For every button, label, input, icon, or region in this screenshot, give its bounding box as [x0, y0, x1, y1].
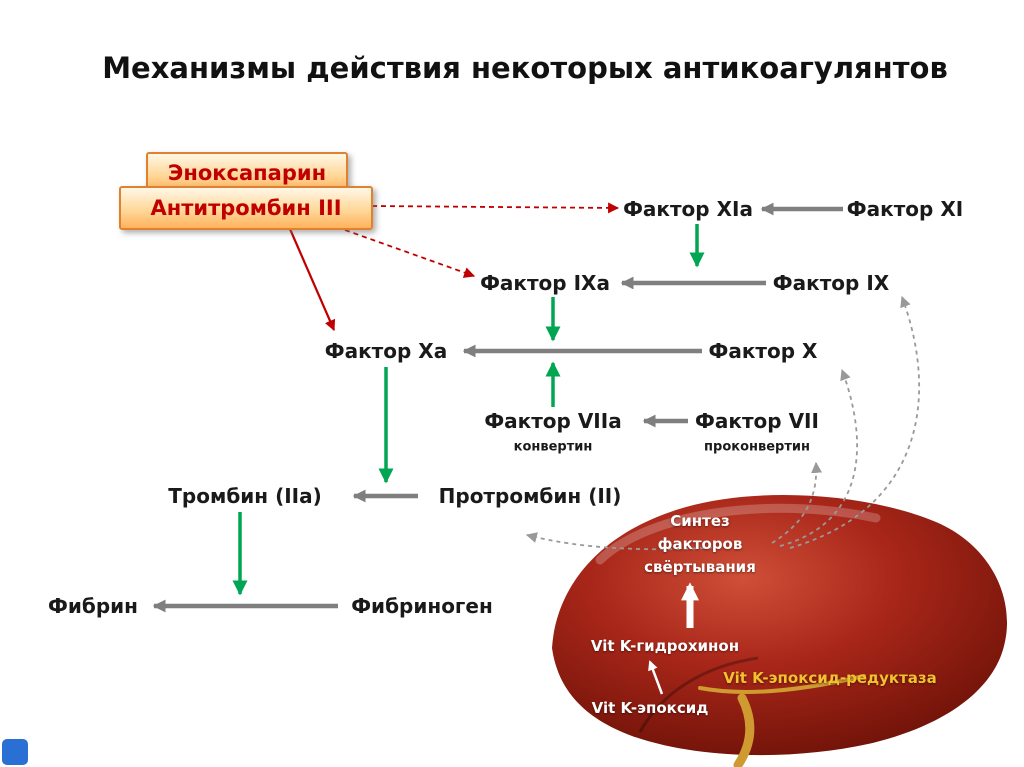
thrombin-label: Тромбин (IIa)	[168, 484, 322, 508]
factor-vii-subtitle: проконвертин	[704, 439, 810, 455]
factor-viia-subtitle: конвертин	[513, 439, 593, 455]
drug-box-antithrombin: Антитромбин III	[119, 186, 373, 230]
factor-xi-label: Фактор XI	[846, 197, 964, 221]
factor-ixa-label: Фактор IXa	[480, 271, 610, 295]
factor-xia-label: Фактор XIa	[623, 197, 753, 221]
factor-ix-label: Фактор IX	[772, 271, 890, 295]
inhibition-arrows	[288, 202, 620, 332]
bile-duct	[733, 693, 755, 767]
prothrombin-label: Протромбин (II)	[438, 484, 622, 508]
liver-synthesis-line3: свёртывания	[644, 558, 756, 576]
drug-box-line2: Антитромбин III	[150, 196, 342, 220]
vitk-epoxide-label: Vit K-эпоксид	[591, 699, 709, 717]
vitk-epoxide-reductase-label: Vit K-эпоксид-редуктаза	[723, 669, 937, 687]
liver-illustration	[552, 495, 1008, 767]
factor-x-label: Фактор X	[708, 339, 818, 363]
factor-vii-label: Фактор VII	[695, 409, 819, 433]
factor-xa-label: Фактор Xa	[324, 339, 448, 363]
factor-viia-label: Фактор VIIa	[484, 409, 622, 433]
fibrinogen-label: Фибриноген	[351, 594, 493, 618]
conversion-arrows	[152, 202, 843, 613]
fibrin-label: Фибрин	[48, 594, 138, 618]
vitk-cycle-arrows	[648, 582, 699, 695]
slide-title: Механизмы действия некоторых антикоагуля…	[102, 51, 948, 85]
slide-corner-decoration	[2, 739, 28, 765]
vitk-hydroquinone-label: Vit K-гидрохинон	[590, 637, 740, 655]
liver-synthesis-line2: факторов	[657, 535, 743, 553]
drug-box-line1: Эноксапарин	[167, 161, 327, 185]
synthesis-arrows	[525, 295, 920, 551]
activation-arrows	[232, 224, 705, 596]
liver-synthesis-line1: Синтез	[670, 512, 730, 530]
